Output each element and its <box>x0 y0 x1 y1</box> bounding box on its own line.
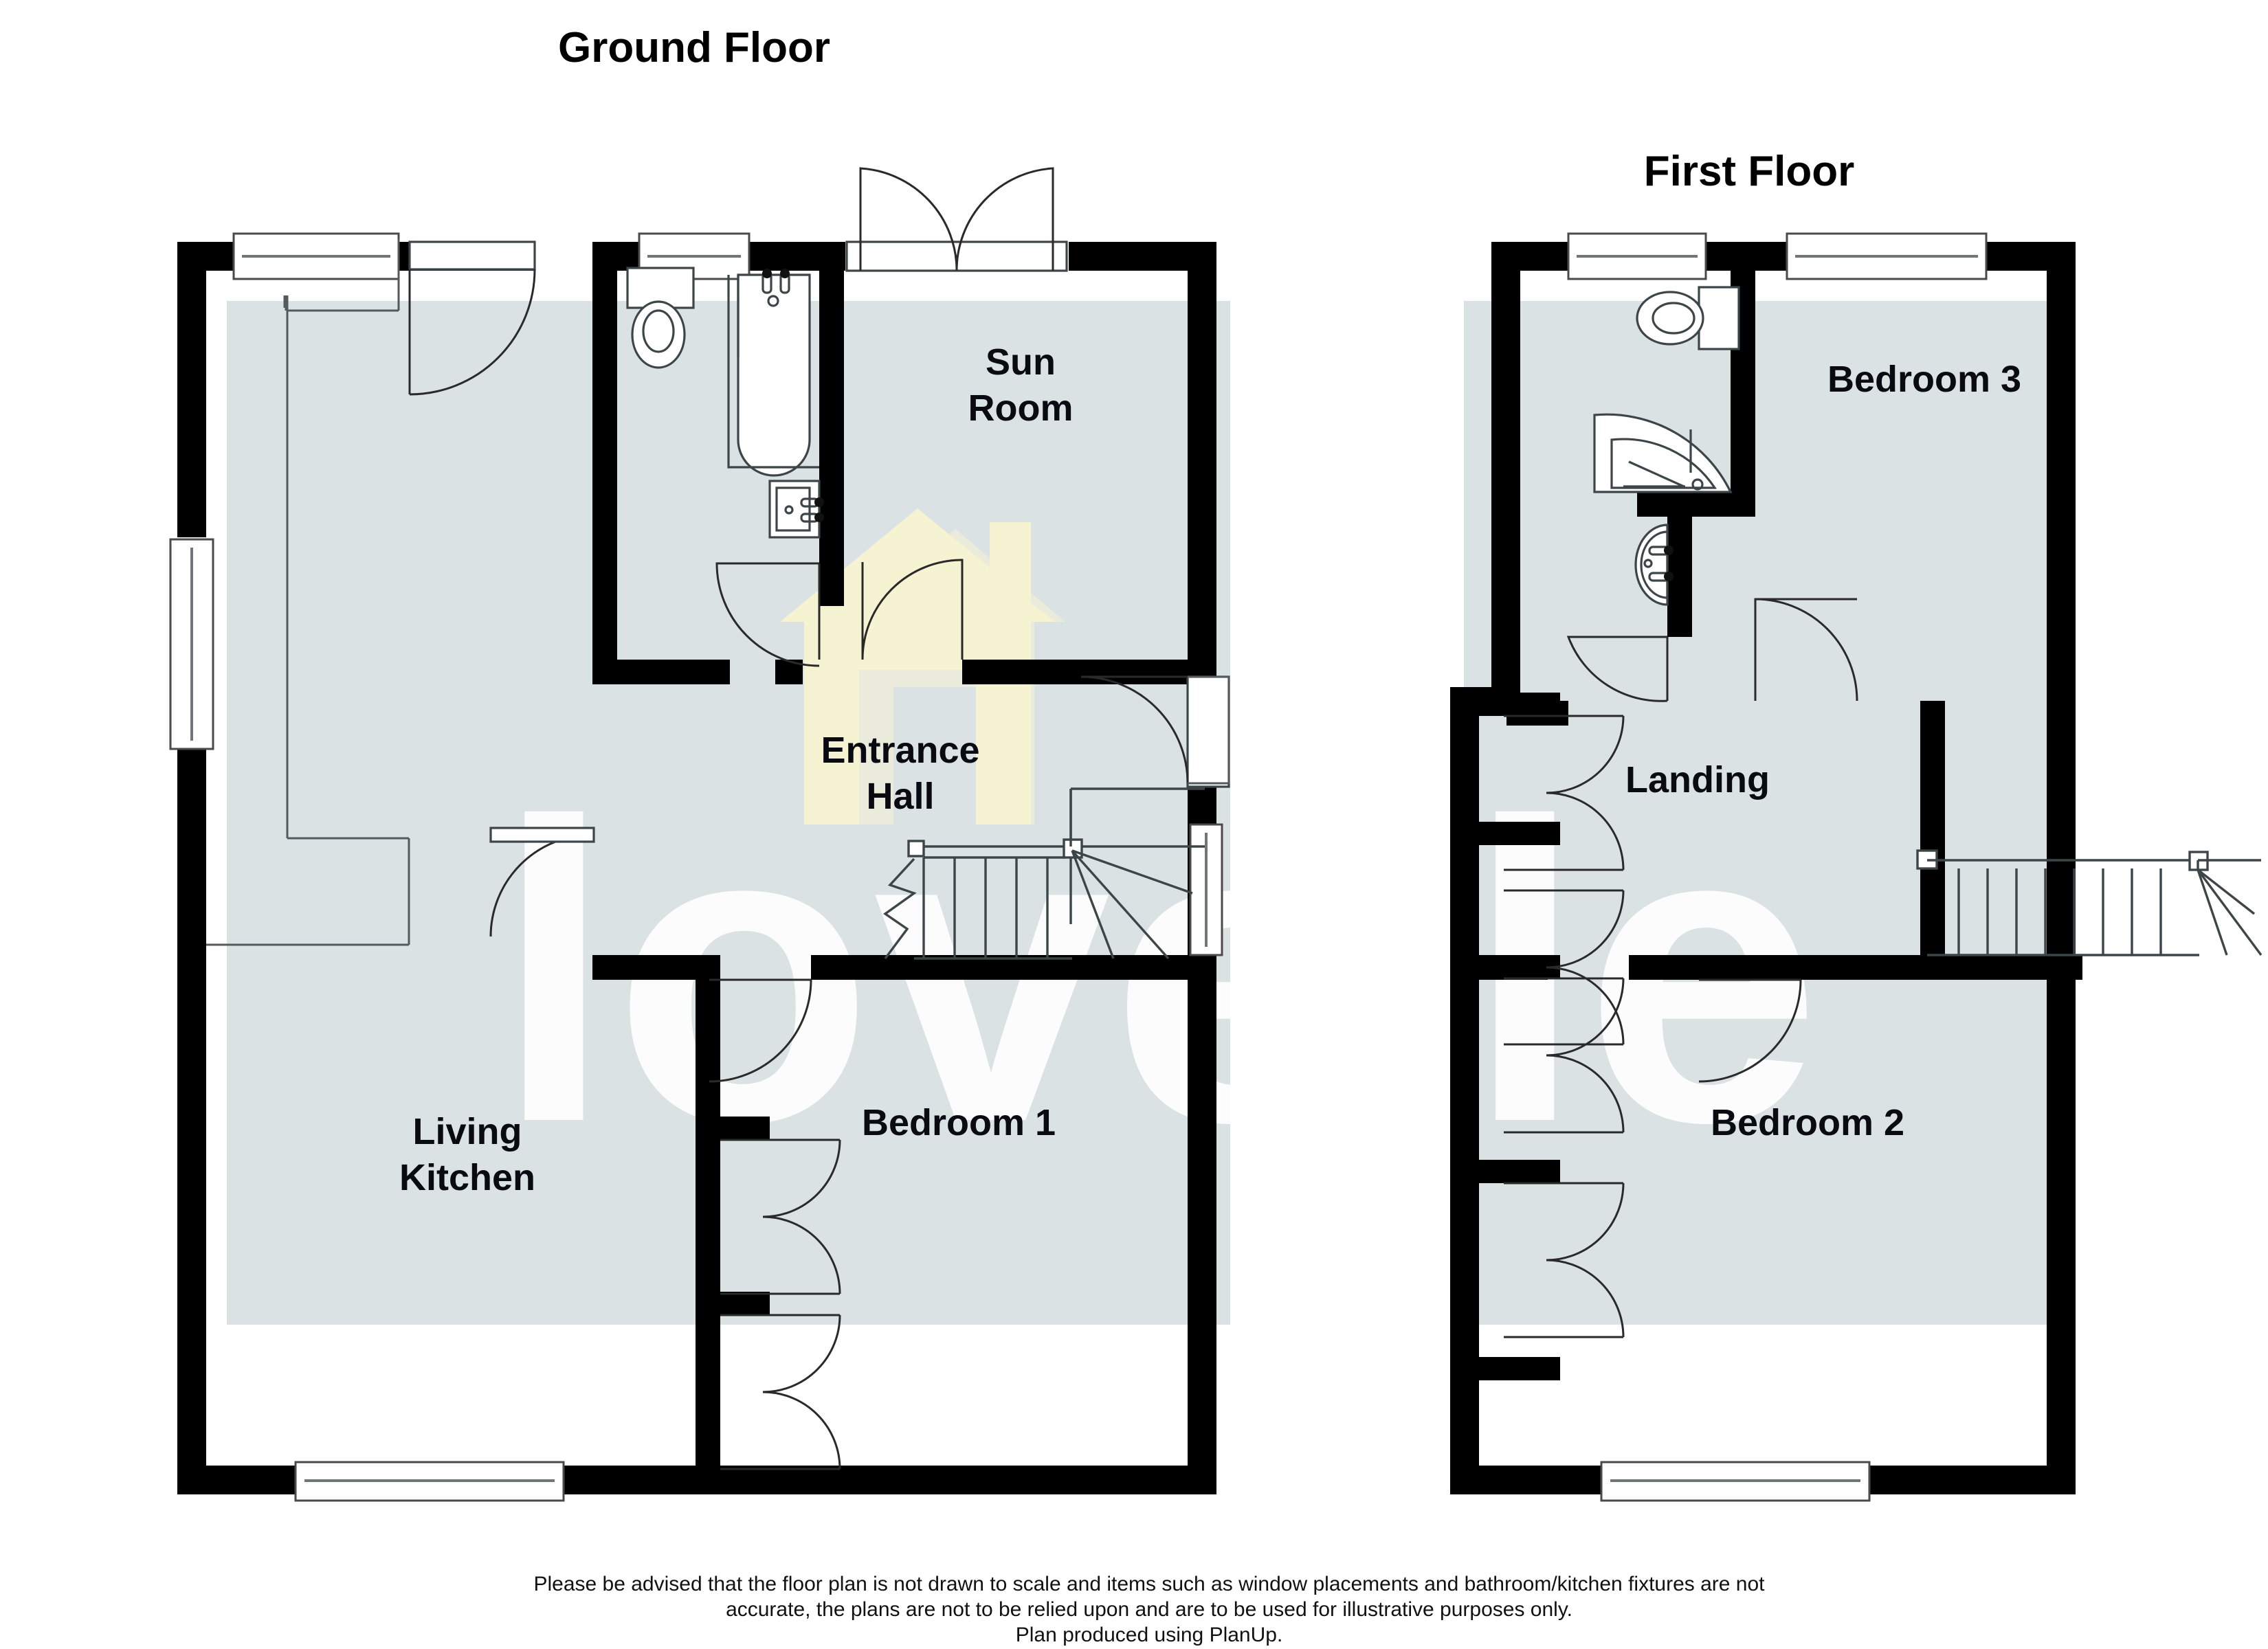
door-bedroom-1 <box>709 978 812 1083</box>
watermark-house-icon <box>780 508 1065 824</box>
door-kitchen-top <box>408 240 536 396</box>
ground-floor-internal-walls <box>592 242 1216 1494</box>
wardrobe-doors-bedroom-1-lower <box>720 1314 841 1470</box>
window-kitchen-top <box>232 232 400 280</box>
room-label-landing: Landing <box>1625 759 1770 800</box>
french-doors-sunroom <box>845 167 1068 272</box>
window-kitchen-side <box>169 538 214 750</box>
svg-text:Room: Room <box>968 388 1074 429</box>
front-door-panel <box>1189 823 1223 956</box>
room-shading <box>227 301 2076 1325</box>
door-kitchen-hall <box>489 827 595 937</box>
wash-basin-icon <box>768 480 824 539</box>
ground-floor-detail-lines <box>1188 675 1230 785</box>
window-bathroom-top-first <box>1567 232 1707 280</box>
toilet-icon <box>626 267 695 369</box>
kitchen-counter <box>206 239 410 946</box>
ground-floor-bathroom-fixtures <box>626 267 824 539</box>
wardrobe-doors-landing-2 <box>1504 889 1625 1046</box>
footer-line-3: Plan produced using PlanUp. <box>1016 1624 1283 1646</box>
toilet-icon-first <box>1636 286 1740 350</box>
quadrant-shower-icon <box>1593 413 1733 493</box>
svg-text:Kitchen: Kitchen <box>399 1157 535 1198</box>
pedestal-basin-icon <box>1634 524 1674 606</box>
room-label-bedroom-3: Bedroom 3 <box>1827 359 2021 400</box>
window-bedroom-3-top <box>1786 232 1988 280</box>
bathtub-icon <box>727 269 819 477</box>
room-label-entrance-hall: Entrance Hall <box>821 730 979 817</box>
first-floor-doors <box>1504 598 1858 1338</box>
room-label-bedroom-1: Bedroom 1 <box>862 1102 1056 1143</box>
door-bedroom-2 <box>1698 978 1802 1083</box>
first-floor-windows <box>1567 232 1988 1502</box>
footer-line-1: Please be advised that the floor plan is… <box>533 1573 1765 1595</box>
first-floor-title: First Floor <box>1644 148 1855 195</box>
door-hall-sunroom <box>861 559 964 660</box>
svg-text:Sun: Sun <box>986 341 1056 383</box>
door-bathroom <box>715 562 821 667</box>
first-floor-plan <box>1450 232 2263 1502</box>
footer-line-2: accurate, the plans are not to be relied… <box>726 1598 1572 1621</box>
svg-text:Hall: Hall <box>866 776 934 817</box>
wardrobe-doors-bedroom-2-lower <box>1504 1182 1625 1338</box>
ground-floor-plan <box>169 167 1230 1502</box>
door-bedroom-3 <box>1754 598 1858 702</box>
svg-text:Entrance: Entrance <box>821 730 979 771</box>
room-label-living-kitchen: Living Kitchen <box>399 1111 535 1198</box>
window-kitchen-bottom <box>294 1461 565 1502</box>
staircase-first <box>1916 849 2263 956</box>
room-label-bedroom-2: Bedroom 2 <box>1711 1102 1904 1143</box>
door-bathroom-first <box>1566 636 1669 702</box>
ground-floor-title: Ground Floor <box>558 24 830 71</box>
window-bedroom-2-bottom <box>1600 1461 1871 1502</box>
svg-text:Living: Living <box>413 1111 522 1152</box>
wardrobe-doors-bedroom-2-upper <box>1504 977 1625 1134</box>
front-door <box>1080 675 1230 788</box>
staircase-ground <box>883 787 1205 960</box>
first-floor-bathroom-fixtures <box>1593 286 1740 606</box>
wardrobe-doors-bedroom-1 <box>720 1138 841 1295</box>
ground-floor-windows <box>169 232 1223 1502</box>
ground-floor-doors <box>408 167 1230 1470</box>
first-floor-internal-walls <box>1479 271 2082 1380</box>
wardrobe-doors-landing-1 <box>1504 715 1625 871</box>
room-label-sun-room: Sun Room <box>968 341 1074 429</box>
